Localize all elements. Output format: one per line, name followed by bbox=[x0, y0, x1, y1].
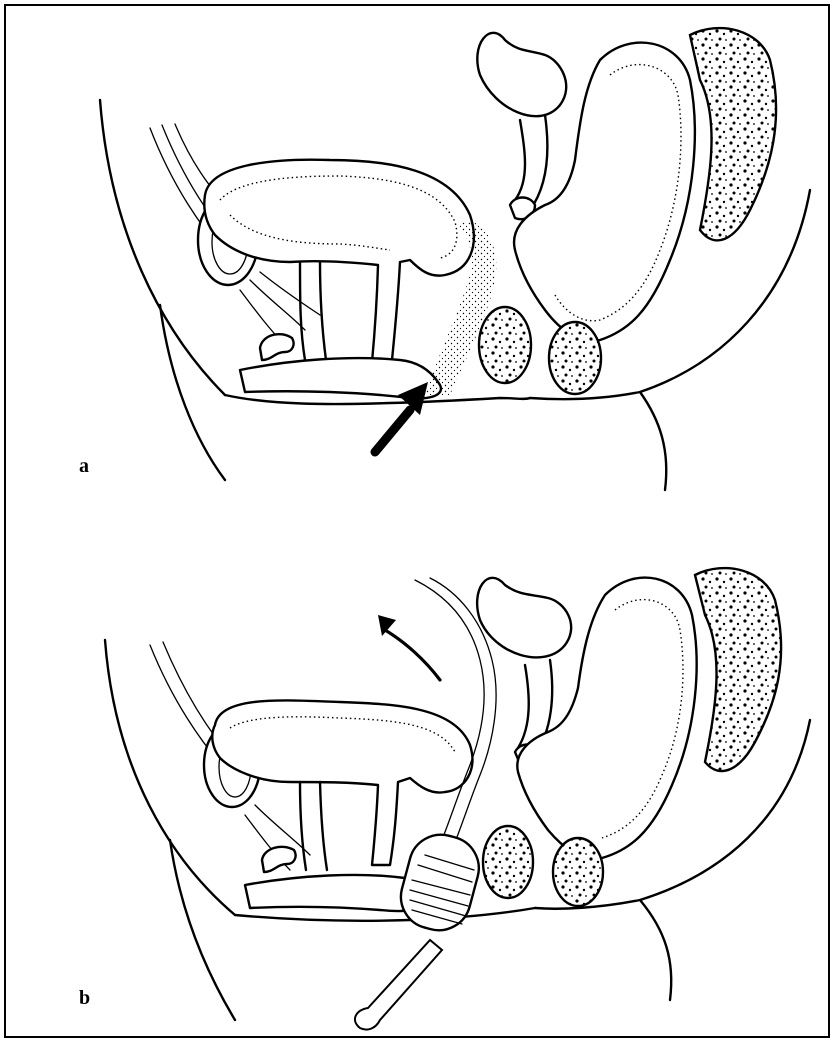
anal-canal bbox=[479, 307, 531, 383]
thigh-outline-right bbox=[640, 900, 671, 1000]
thigh-outline-left bbox=[160, 305, 225, 480]
panel-b-illustration bbox=[0, 520, 838, 1040]
urethra bbox=[300, 782, 327, 870]
perineum-outline bbox=[225, 395, 530, 404]
cervical-tube bbox=[515, 115, 547, 210]
anal-canal bbox=[483, 826, 533, 898]
clitoris bbox=[260, 334, 294, 360]
uterus-top bbox=[477, 33, 566, 116]
levator-muscle bbox=[549, 322, 601, 394]
thigh-outline-left bbox=[170, 840, 235, 1020]
uterus-top bbox=[477, 578, 571, 658]
sacrum bbox=[690, 28, 776, 240]
panel-label-b: b bbox=[79, 988, 90, 1008]
sacrum bbox=[695, 568, 781, 771]
clitoris bbox=[262, 847, 296, 872]
panel-a-illustration bbox=[0, 0, 838, 520]
curved-arrow-icon bbox=[378, 615, 440, 680]
levator-muscle bbox=[553, 838, 603, 906]
panel-label-a: a bbox=[79, 456, 89, 476]
thigh-outline-right bbox=[640, 392, 666, 490]
